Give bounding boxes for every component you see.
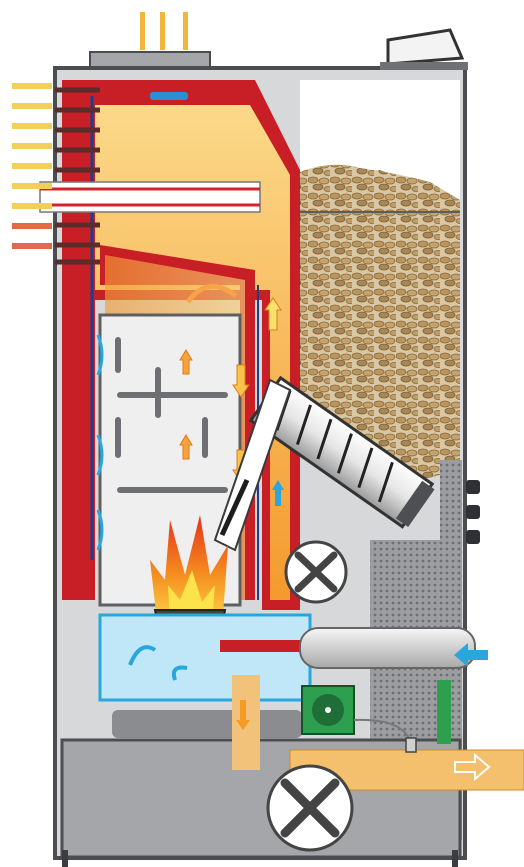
control-panel (466, 480, 480, 544)
green-indicator-bar (437, 680, 451, 744)
fan-icon (268, 766, 352, 850)
leg-left (62, 850, 68, 867)
fan-icon (302, 686, 354, 734)
fan-icon (286, 542, 346, 602)
hopper-lid (380, 30, 468, 70)
top-outlet-pipes (90, 12, 210, 72)
cable-sensor (406, 738, 416, 752)
temperature-sensor (150, 92, 188, 100)
leg-right (452, 850, 458, 867)
water-connection-pipes (12, 83, 52, 249)
